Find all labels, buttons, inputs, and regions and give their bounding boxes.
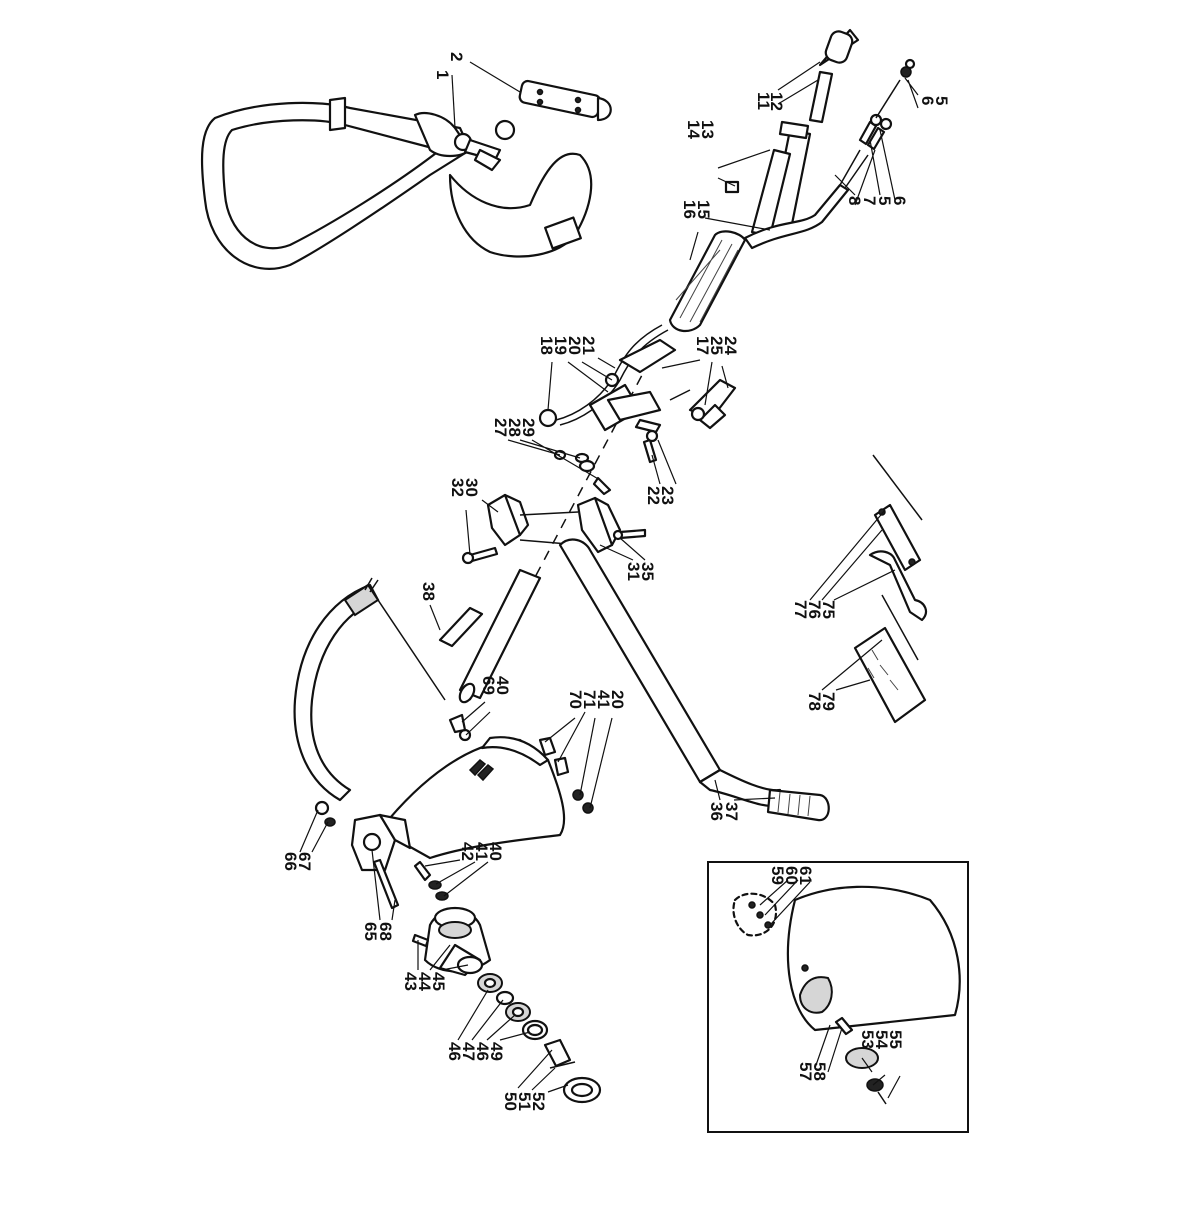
bearing-stack (477, 973, 549, 1041)
shoulder-harness (200, 96, 593, 270)
label-part-1: 1 (433, 70, 452, 79)
label-part-77: 77 (791, 600, 810, 619)
label-part-16: 16 (680, 200, 699, 219)
label-part-28: 28 (505, 418, 524, 437)
label-part-75: 75 (819, 600, 838, 619)
label-part-57: 57 (796, 1062, 815, 1081)
label-part-6-top: 6 (918, 96, 937, 105)
label-part-47: 47 (459, 1042, 478, 1061)
label-part-69: 69 (479, 676, 498, 695)
part-number-labels: 1 2 11 12 14 13 6 5 8 7 5 6 16 15 17 25 … (281, 52, 951, 1111)
label-part-76: 76 (805, 600, 824, 619)
label-part-20-bottom: 20 (608, 690, 627, 709)
label-part-54: 54 (872, 1030, 891, 1049)
label-part-61: 61 (796, 866, 815, 885)
label-part-52: 52 (529, 1092, 548, 1111)
tube-sleeve (438, 606, 484, 648)
gearbox (411, 906, 492, 977)
label-part-40-top: 40 (493, 676, 512, 695)
label-part-19: 19 (551, 336, 570, 355)
label-part-38: 38 (419, 582, 438, 601)
label-part-37: 37 (722, 802, 741, 821)
harness-buckle-plate (518, 79, 612, 122)
label-part-59: 59 (768, 866, 787, 885)
label-part-41-top: 41 (594, 690, 613, 709)
label-part-60: 60 (782, 866, 801, 885)
label-part-41-bottom: 41 (472, 842, 491, 861)
label-part-32: 32 (448, 478, 467, 497)
label-part-36: 36 (707, 802, 726, 821)
label-part-2: 2 (447, 52, 466, 61)
label-part-46-a: 46 (445, 1042, 464, 1061)
label-part-13: 13 (698, 120, 717, 139)
label-part-14: 14 (684, 120, 703, 139)
label-part-46-b: 46 (473, 1042, 492, 1061)
label-part-7: 7 (860, 196, 879, 205)
label-part-49: 49 (487, 1042, 506, 1061)
label-part-5-top: 5 (932, 96, 951, 105)
throttle-cable (559, 329, 669, 426)
loop-handle (293, 577, 446, 802)
label-part-25: 25 (707, 336, 726, 355)
label-part-18: 18 (537, 336, 556, 355)
label-part-42: 42 (458, 842, 477, 861)
handle-clamp (461, 493, 647, 565)
label-part-12: 12 (767, 92, 786, 111)
label-part-17: 17 (693, 336, 712, 355)
drive-shaft-tube (458, 28, 860, 704)
label-part-67: 67 (295, 852, 314, 871)
bolt-set-lower (413, 860, 449, 901)
label-part-71: 71 (580, 690, 599, 709)
label-part-5-mid: 5 (875, 196, 894, 205)
label-part-58: 58 (810, 1062, 829, 1081)
label-part-15: 15 (694, 200, 713, 219)
label-part-70: 70 (566, 690, 585, 709)
label-part-8: 8 (845, 196, 864, 205)
label-part-65: 65 (361, 922, 380, 941)
output-shaft-and-flange (543, 1038, 602, 1104)
label-part-51: 51 (515, 1092, 534, 1111)
label-part-22: 22 (644, 486, 663, 505)
label-part-45: 45 (429, 972, 448, 991)
label-part-35: 35 (638, 562, 657, 581)
label-part-23: 23 (658, 486, 677, 505)
label-part-6-mid: 6 (890, 196, 909, 205)
label-part-50: 50 (501, 1092, 520, 1111)
label-part-27: 27 (491, 418, 510, 437)
label-part-78: 78 (805, 692, 824, 711)
label-part-55: 55 (886, 1030, 905, 1049)
handlebar (558, 538, 830, 822)
label-part-40-bottom: 40 (486, 842, 505, 861)
debris-guard-housing (378, 713, 594, 860)
throttle-trigger-assembly (538, 338, 737, 434)
label-part-43: 43 (401, 972, 420, 991)
inset-box (707, 861, 969, 1133)
clip-part (724, 180, 740, 194)
label-part-44: 44 (415, 972, 434, 991)
label-part-53: 53 (858, 1030, 877, 1049)
label-part-31: 31 (624, 562, 643, 581)
label-part-29: 29 (519, 418, 538, 437)
tool-kit (853, 454, 928, 724)
label-part-20-top: 20 (565, 336, 584, 355)
label-part-21: 21 (579, 336, 598, 355)
label-part-66: 66 (281, 852, 300, 871)
label-part-24: 24 (721, 336, 740, 355)
label-part-30: 30 (462, 478, 481, 497)
loop-handle-mount (314, 800, 412, 910)
control-cable (743, 58, 916, 250)
leader-lines (299, 61, 919, 1099)
label-part-11: 11 (754, 92, 773, 110)
label-part-68: 68 (376, 922, 395, 941)
label-part-79: 79 (819, 692, 838, 711)
